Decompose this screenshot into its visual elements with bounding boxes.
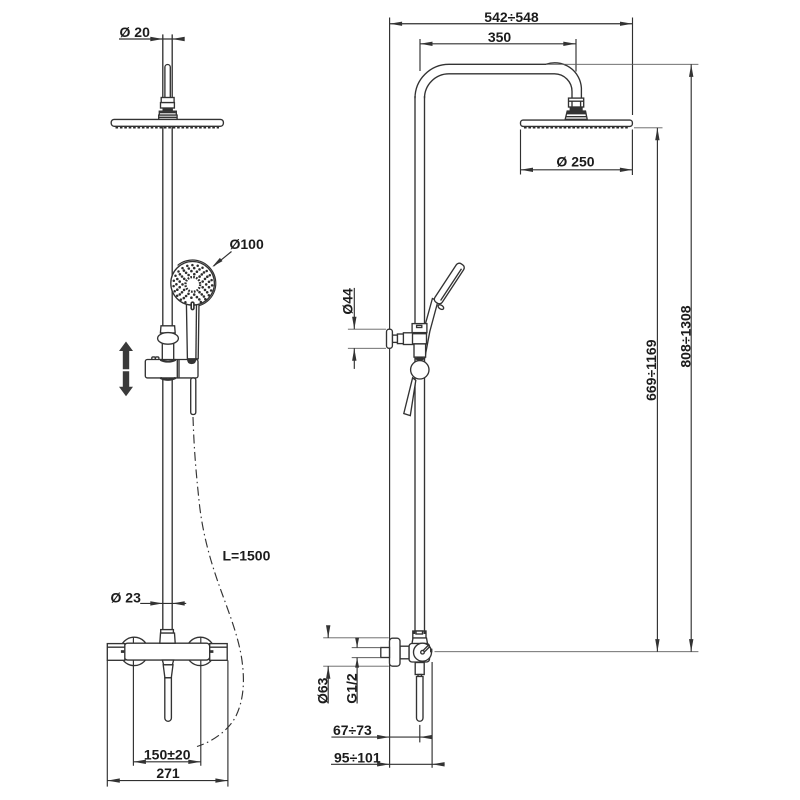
svg-text:67÷73: 67÷73 xyxy=(333,722,372,738)
svg-text:L=1500: L=1500 xyxy=(223,548,271,564)
svg-text:Ø100: Ø100 xyxy=(230,236,264,252)
svg-text:808÷1308: 808÷1308 xyxy=(677,305,693,367)
svg-text:Ø63: Ø63 xyxy=(315,677,331,704)
svg-text:Ø44: Ø44 xyxy=(339,288,355,315)
svg-text:Ø 23: Ø 23 xyxy=(111,590,142,606)
svg-text:350: 350 xyxy=(488,29,512,45)
svg-text:271: 271 xyxy=(156,765,180,781)
svg-text:Ø 20: Ø 20 xyxy=(120,24,151,40)
svg-text:G1/2: G1/2 xyxy=(344,673,360,704)
svg-text:150±20: 150±20 xyxy=(144,746,191,762)
svg-text:669÷1169: 669÷1169 xyxy=(643,339,659,401)
svg-text:95÷101: 95÷101 xyxy=(334,749,381,765)
svg-text:Ø 250: Ø 250 xyxy=(556,153,594,169)
svg-text:542÷548: 542÷548 xyxy=(484,9,539,25)
